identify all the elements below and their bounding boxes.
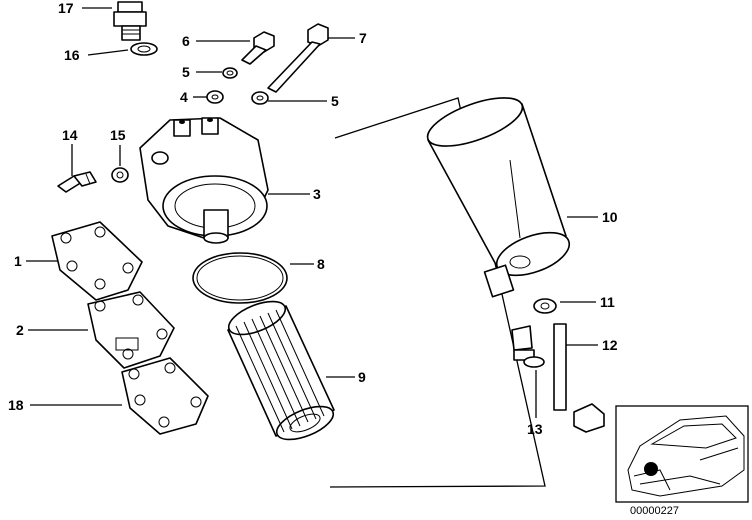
part-18-gasket — [121, 357, 209, 435]
part-8-o-ring — [192, 252, 288, 304]
callout-6: 6 — [182, 33, 190, 49]
callout-18: 18 — [8, 397, 24, 413]
callout-5-upper: 5 — [182, 64, 190, 80]
callout-8: 8 — [317, 256, 325, 272]
inset-code: 00000227 — [630, 505, 679, 517]
callout-3: 3 — [313, 186, 321, 202]
part-7-long-bolt — [267, 23, 329, 93]
callout-4: 4 — [180, 89, 188, 105]
inset-car-outline — [627, 415, 745, 497]
callout-7: 7 — [359, 30, 367, 46]
part-9-filter-element — [227, 300, 335, 441]
callout-5-lower: 5 — [331, 93, 339, 109]
part-5-washer-upper — [222, 67, 238, 79]
part-12-bolt — [553, 323, 605, 433]
callout-14: 14 — [62, 127, 78, 143]
part-2-gasket — [87, 291, 175, 369]
callout-12: 12 — [602, 337, 618, 353]
inset-location-marker — [644, 462, 658, 476]
part-17-fitting — [113, 1, 147, 41]
part-4-washer — [206, 90, 224, 104]
callout-11: 11 — [600, 294, 615, 310]
part-1-gasket — [51, 221, 143, 301]
part-10-canister — [426, 97, 571, 298]
part-14-sensor — [57, 171, 97, 193]
callout-15: 15 — [110, 127, 126, 143]
part-15-ring — [111, 167, 129, 183]
part-6-bolt — [241, 31, 275, 65]
part-3-filter-head — [139, 117, 269, 244]
part-5-washer-lower — [251, 91, 269, 105]
part-11-nut — [533, 298, 557, 314]
inset-box — [615, 405, 749, 503]
callout-1: 1 — [14, 253, 22, 269]
callout-9: 9 — [358, 369, 366, 385]
part-16-seal-ring — [130, 42, 158, 56]
callout-16: 16 — [64, 47, 80, 63]
callout-10: 10 — [602, 209, 618, 225]
callout-13: 13 — [527, 421, 543, 437]
callout-17: 17 — [58, 0, 74, 16]
callout-labels: 17 16 6 7 5 4 5 14 15 3 10 1 8 2 11 12 9… — [8, 0, 679, 517]
part-13-union — [511, 325, 545, 368]
callout-2: 2 — [16, 322, 24, 338]
